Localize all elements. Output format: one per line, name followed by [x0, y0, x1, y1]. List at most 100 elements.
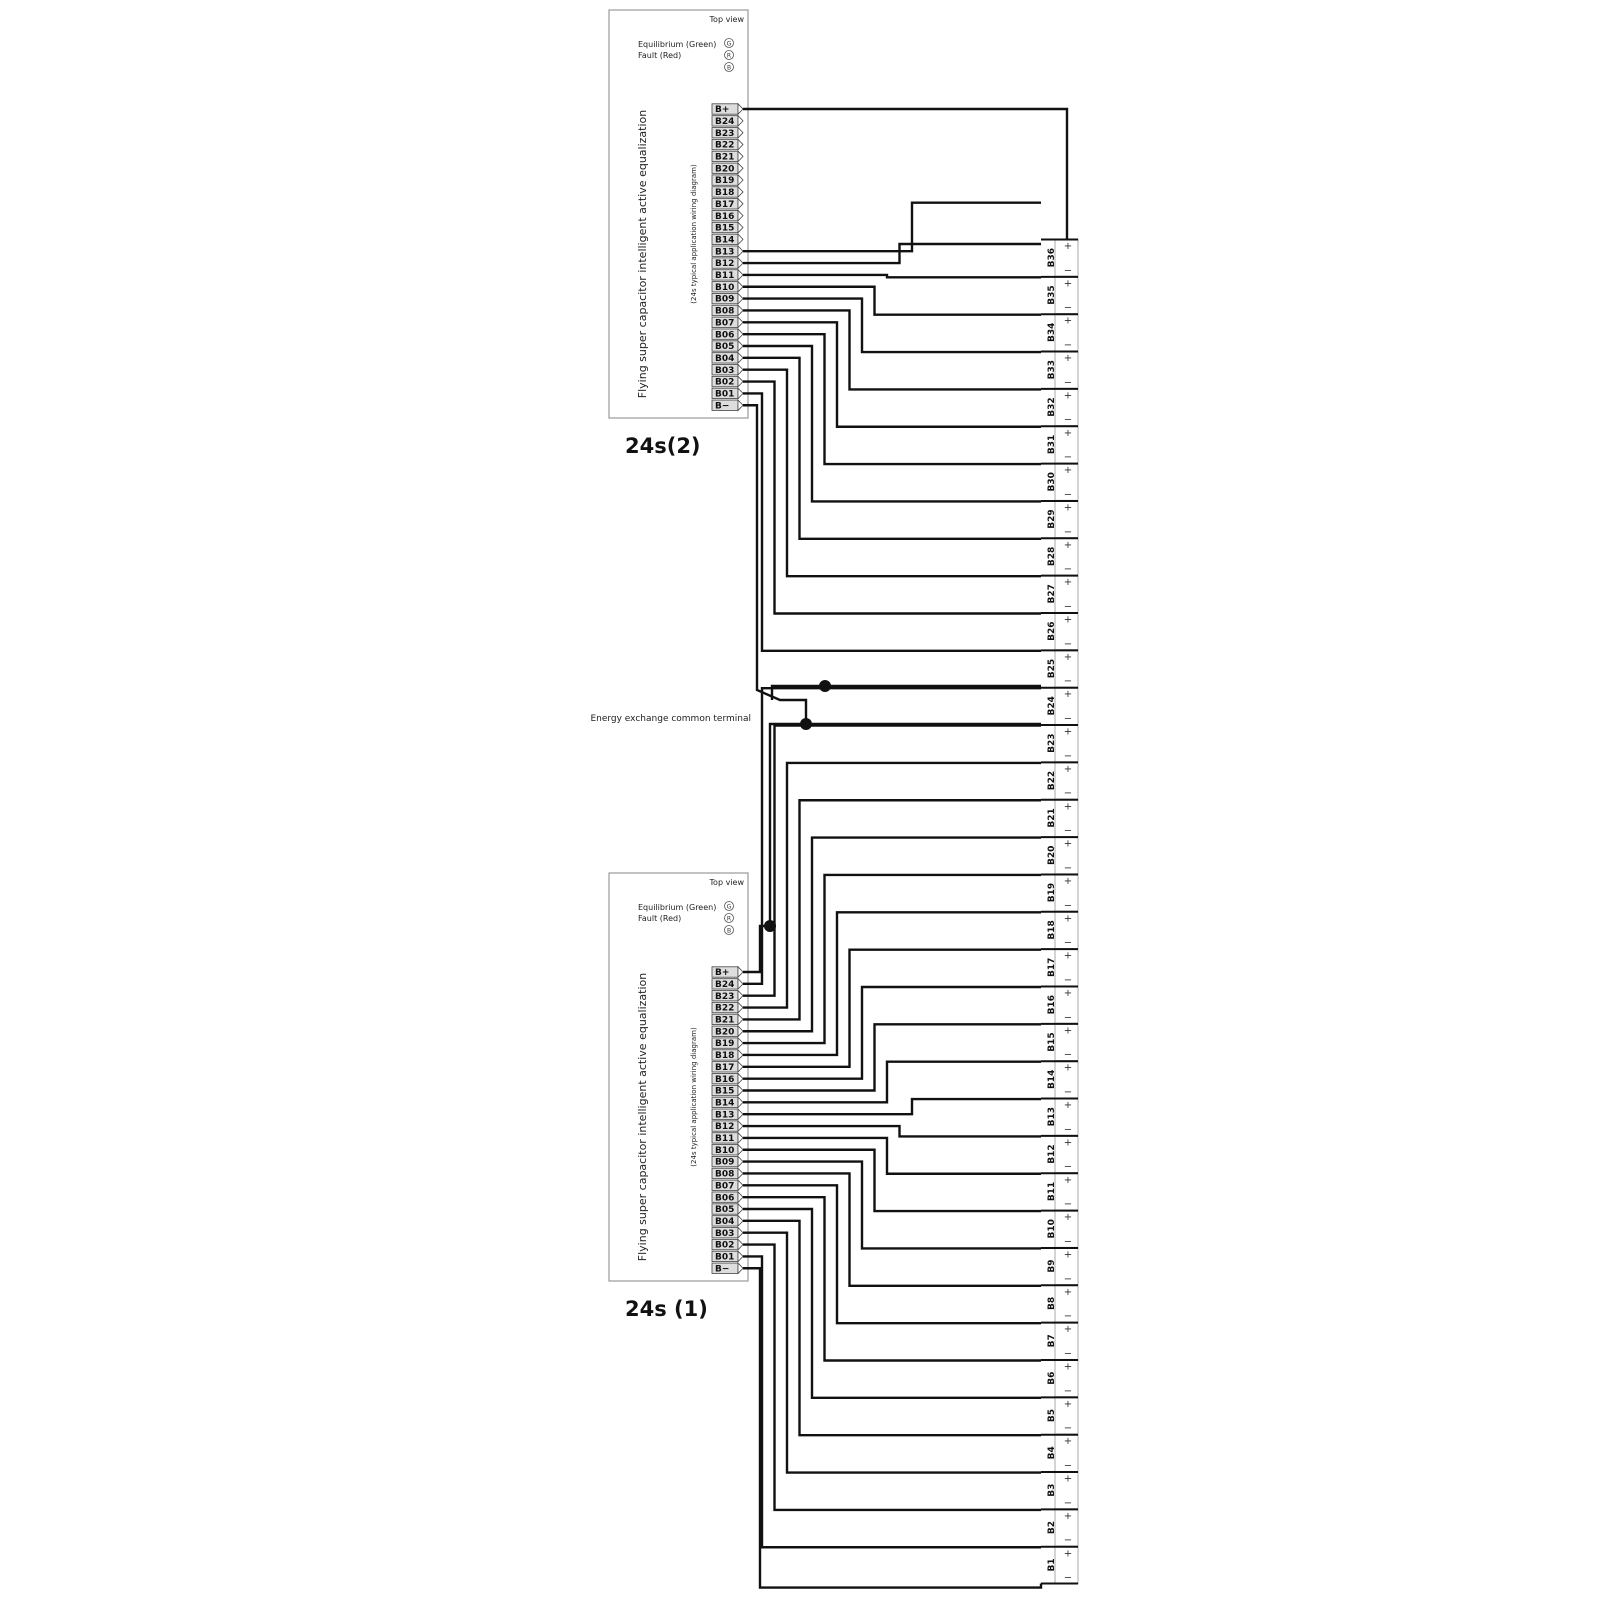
- minus-terminal-icon: −: [1064, 1311, 1072, 1322]
- pin-arrow-icon: [737, 1036, 744, 1050]
- pin-terminal: B06: [711, 1190, 744, 1204]
- wire: [743, 873, 1041, 1045]
- pin-label: B05: [715, 1205, 734, 1215]
- capacitor-cell: B35+−: [1041, 275, 1079, 315]
- led-red-icon: [724, 50, 734, 60]
- plus-terminal-icon: +: [1064, 390, 1072, 401]
- wire: [743, 1231, 1041, 1474]
- pin-label: B20: [715, 164, 734, 174]
- pin-arrow-icon: [737, 173, 744, 187]
- capacitor-cell: B28+−: [1041, 537, 1079, 576]
- pin-terminal: B02: [711, 1238, 744, 1251]
- cell-label: B15: [1047, 1032, 1057, 1051]
- cell-label: B32: [1047, 397, 1057, 416]
- minus-terminal-icon: −: [1064, 303, 1072, 314]
- pin-label: B12: [715, 1122, 734, 1132]
- wire: [743, 687, 1041, 986]
- pin-label: B18: [715, 188, 734, 198]
- junction-dot: [764, 920, 776, 932]
- wire: [743, 1255, 1041, 1549]
- pin-label: B19: [715, 1039, 734, 1049]
- pin-terminal: B18: [711, 185, 744, 199]
- pin-terminal: B19: [711, 1036, 744, 1050]
- pin-arrow-icon: [737, 387, 744, 400]
- minus-terminal-icon: −: [1064, 489, 1072, 500]
- plus-terminal-icon: +: [1064, 1175, 1072, 1186]
- pin-arrow-icon: [737, 1167, 744, 1180]
- pin-label: B13: [715, 1110, 734, 1120]
- pin-label: B11: [715, 1134, 734, 1144]
- capacitor-cell: B26+−: [1041, 612, 1079, 651]
- capacitor-cell: B23+−: [1041, 724, 1079, 763]
- capacitor-cell: B29+−: [1041, 499, 1079, 539]
- capacitor-cell: B24+−: [1041, 686, 1079, 726]
- pin-terminal: B14: [711, 233, 744, 246]
- pin-terminal: B21: [711, 150, 744, 163]
- pin-arrow-icon: [737, 1048, 744, 1062]
- pin-terminal: B10: [711, 280, 744, 293]
- wire: [770, 684, 1041, 700]
- plus-terminal-icon: +: [1064, 615, 1072, 626]
- led-red-icon: [724, 913, 734, 923]
- pin-terminal: B04: [711, 1214, 744, 1228]
- pin-label: B01: [715, 390, 734, 400]
- capacitor-cell: B20+−: [1041, 836, 1079, 875]
- cell-label: B18: [1047, 920, 1057, 939]
- capacitor-cell: B34+−: [1041, 313, 1079, 352]
- wire: [743, 1195, 1041, 1362]
- pin-arrow-icon: [737, 1202, 744, 1216]
- pin-terminal: B+: [711, 965, 744, 979]
- capacitor-cell: B13+−: [1041, 1097, 1079, 1136]
- module-subtitle: (24s typical application wiring diagram): [690, 1027, 698, 1167]
- pin-label: B21: [715, 1016, 734, 1026]
- plus-terminal-icon: +: [1064, 540, 1072, 551]
- wire: [743, 242, 1041, 265]
- cell-label: B2: [1047, 1521, 1057, 1534]
- module-name: 24s (1): [625, 1297, 708, 1321]
- plus-terminal-icon: +: [1064, 241, 1072, 252]
- led-red-label: Fault (Red): [638, 914, 681, 923]
- pin-label: B04: [715, 354, 734, 364]
- minus-terminal-icon: −: [1064, 1087, 1072, 1098]
- pin-label: B10: [715, 1146, 734, 1156]
- pin-label: B08: [715, 1170, 734, 1180]
- cell-label: B13: [1047, 1107, 1057, 1126]
- pin-label: B21: [715, 153, 734, 163]
- pin-terminal: B03: [711, 1226, 744, 1239]
- plus-terminal-icon: +: [1064, 913, 1072, 924]
- plus-terminal-icon: +: [1064, 1399, 1072, 1410]
- cell-label: B23: [1047, 734, 1057, 753]
- cell-label: B30: [1047, 472, 1057, 491]
- plus-terminal-icon: +: [1064, 801, 1072, 812]
- pin-label: B24: [715, 117, 734, 127]
- minus-terminal-icon: −: [1064, 452, 1072, 463]
- minus-terminal-icon: −: [1064, 1199, 1072, 1210]
- led-letter: R: [727, 915, 731, 922]
- junction-dot: [800, 718, 812, 730]
- minus-terminal-icon: −: [1064, 415, 1072, 426]
- pin-label: B05: [715, 342, 734, 352]
- pin-terminal: B20: [711, 1025, 744, 1038]
- plus-terminal-icon: +: [1064, 652, 1072, 663]
- pin-arrow-icon: [737, 1108, 744, 1121]
- pin-label: B03: [715, 366, 734, 376]
- wire: [743, 1124, 1041, 1138]
- pin-arrow-icon: [737, 1025, 744, 1038]
- led-letter: B: [727, 927, 731, 934]
- minus-terminal-icon: −: [1064, 1498, 1072, 1509]
- pin-terminal: B19: [711, 173, 744, 187]
- pin-label: B−: [715, 401, 729, 411]
- plus-terminal-icon: +: [1064, 1548, 1072, 1559]
- cell-label: B28: [1047, 547, 1057, 566]
- pin-arrow-icon: [737, 1250, 744, 1263]
- cell-label: B3: [1047, 1484, 1057, 1497]
- pin-label: B14: [715, 1098, 734, 1108]
- pin-terminal: B13: [711, 1108, 744, 1121]
- pin-arrow-icon: [737, 256, 744, 270]
- cell-label: B36: [1047, 248, 1057, 267]
- pin-terminal: B07: [711, 316, 744, 329]
- pin-arrow-icon: [737, 1001, 744, 1014]
- led-blue-icon: [724, 925, 734, 935]
- pin-arrow-icon: [737, 327, 744, 341]
